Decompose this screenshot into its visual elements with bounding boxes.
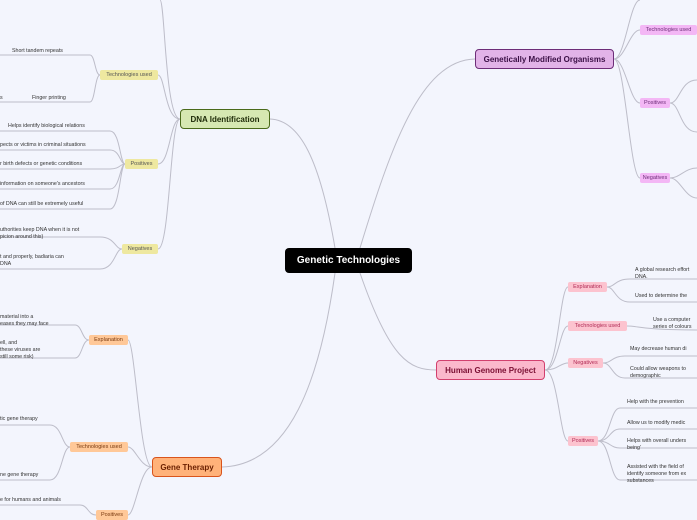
gmo-positives[interactable]: Positives xyxy=(640,98,670,108)
hgp-positive-item[interactable]: Help with the prevention xyxy=(627,399,684,405)
gene-tech-item[interactable]: tic gene therapy xyxy=(0,416,38,422)
hgp-negative-item[interactable]: May decrease human di xyxy=(630,346,687,352)
gene-therapy-topic[interactable]: Gene Therapy xyxy=(152,457,222,477)
dna-tech-item[interactable]: Short tandem repeats xyxy=(12,48,63,54)
dna-positive-item[interactable]: Helps identify biological relations xyxy=(8,123,85,129)
hgp-explanation[interactable]: Explanation xyxy=(568,282,607,292)
dna-positive-item[interactable]: information on someone's ancestors xyxy=(0,181,85,187)
central-topic[interactable]: Genetic Technologies xyxy=(285,248,412,273)
gmo-topic[interactable]: Genetically Modified Organisms xyxy=(475,49,614,69)
hgp-negatives[interactable]: Negatives xyxy=(568,358,603,368)
hgp-technologies-used[interactable]: Technologies used xyxy=(568,321,627,331)
dna-technologies-used[interactable]: Technologies used xyxy=(100,70,158,80)
dna-positives[interactable]: Positives xyxy=(125,159,158,169)
dna-positive-item[interactable]: pects or victims in criminal situations xyxy=(0,142,86,148)
gene-positives[interactable]: Positives xyxy=(96,510,128,520)
hgp-positives[interactable]: Positives xyxy=(568,436,598,446)
dna-negatives[interactable]: Negatives xyxy=(122,244,158,254)
dna-tech-item[interactable]: Finger printing xyxy=(32,95,66,101)
gmo-technologies-used[interactable]: Technologies used xyxy=(640,25,697,35)
dna-positive-item[interactable]: of DNA can still be extremely useful xyxy=(0,201,84,207)
hgp-positive-item[interactable]: Allow us to modify medic xyxy=(627,420,686,426)
gmo-negatives[interactable]: Negatives xyxy=(640,173,670,183)
gene-tech-item[interactable]: ne gene therapy xyxy=(0,472,39,478)
hgp-explanation-item[interactable]: Used to determine the xyxy=(635,293,688,299)
dna-positive-item[interactable]: r birth defects or genetic conditions xyxy=(0,161,83,167)
gene-explanation[interactable]: Explanation xyxy=(89,335,128,345)
human-genome-project-topic[interactable]: Human Genome Project xyxy=(436,360,545,380)
dna-tech-fragment[interactable]: s xyxy=(0,95,3,101)
gene-technologies-used[interactable]: Technologies used xyxy=(70,442,128,452)
dna-identification-topic[interactable]: DNA Identification xyxy=(180,109,270,129)
gene-positive-item[interactable]: e for humans and animals xyxy=(0,497,61,503)
